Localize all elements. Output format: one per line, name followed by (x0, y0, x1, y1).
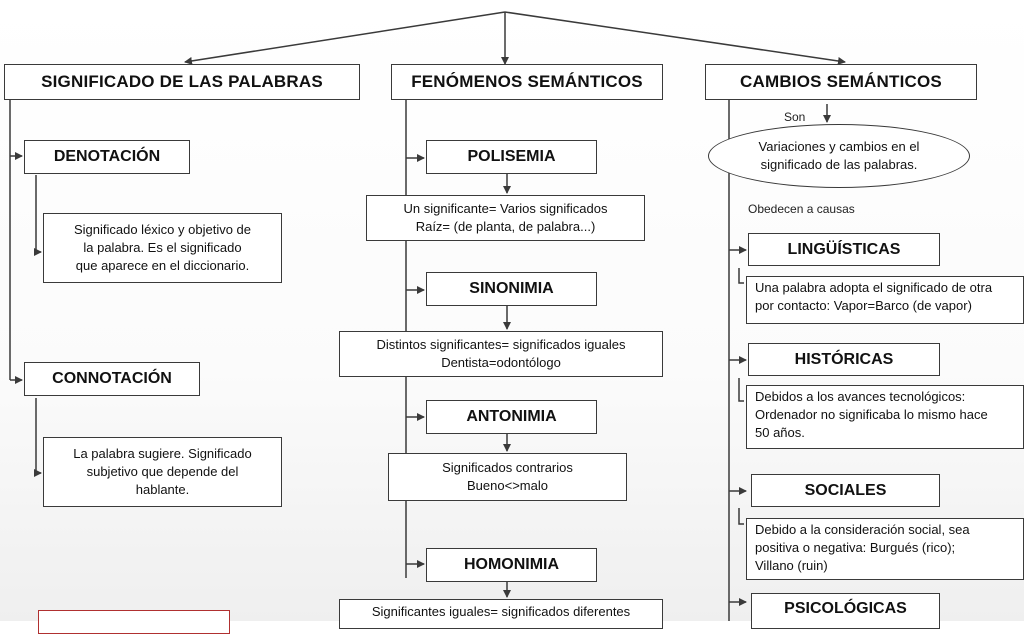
polisemia-desc-line: Un significante= Varios significados (403, 200, 608, 216)
polisemia-description: Un significante= Varios significados Raí… (366, 195, 645, 241)
polisemia-desc-line: Raíz= (de planta, de palabra...) (415, 219, 596, 234)
denotacion-box: DENOTACIÓN (24, 140, 190, 174)
sociales-box: SOCIALES (751, 474, 940, 507)
linguisticas-desc-line: por contacto: Vapor=Barco (de vapor) (755, 298, 972, 314)
historicas-box: HISTÓRICAS (748, 343, 940, 376)
sinonimia-desc-line: Distintos significantes= significados ig… (376, 336, 626, 352)
sociales-desc-line: Villano (ruin) (755, 558, 828, 574)
historicas-desc-line: Debidos a los avances tecnológicos: (755, 389, 966, 404)
linguisticas-desc-line: Una palabra adopta el significado de otr… (755, 280, 993, 295)
homonimia-box: HOMONIMIA (426, 548, 597, 582)
homonimia-description: Significantes iguales= significados dife… (339, 599, 663, 629)
connotacion-desc-line: hablante. (135, 482, 190, 498)
linguisticas-box: LINGÜÍSTICAS (748, 233, 940, 266)
connotacion-desc-line: subjetivo que depende del (86, 463, 239, 479)
polisemia-box: POLISEMIA (426, 140, 597, 174)
definicion-line: significado de las palabras. (760, 157, 918, 172)
antonimia-description: Significados contrarios Bueno<>malo (388, 453, 627, 501)
definicion-ellipse: Variaciones y cambios en el significado … (708, 124, 970, 188)
denotacion-desc-line: que aparece en el diccionario. (75, 258, 250, 274)
denotacion-desc-line: Significado léxico y objetivo de (73, 221, 252, 237)
homonimia-desc-line: Significantes iguales= significados dife… (371, 604, 631, 619)
header-significado: SIGNIFICADO DE LAS PALABRAS (4, 64, 360, 100)
sinonimia-box: SINONIMIA (426, 272, 597, 306)
sociales-desc-line: positiva o negativa: Burgués (rico); (755, 540, 956, 556)
psicologicas-box: PSICOLÓGICAS (751, 593, 940, 629)
connotacion-description: La palabra sugiere. Significado subjetiv… (43, 437, 282, 507)
sinonimia-desc-line: Dentista=odontólogo (441, 355, 561, 370)
definicion-line: Variaciones y cambios en el (758, 138, 920, 154)
sociales-description: Debido a la consideración social, sea po… (746, 518, 1024, 580)
sociales-desc-line: Debido a la consideración social, sea (755, 522, 970, 537)
header-cambios: CAMBIOS SEMÁNTICOS (705, 64, 977, 100)
son-label: Son (784, 110, 806, 124)
connotacion-desc-line: La palabra sugiere. Significado (73, 445, 252, 461)
historicas-description: Debidos a los avances tecnológicos: Orde… (746, 385, 1024, 449)
denotacion-description: Significado léxico y objetivo de la pala… (43, 213, 282, 283)
linguisticas-description: Una palabra adopta el significado de otr… (746, 276, 1024, 324)
sinonimia-description: Distintos significantes= significados ig… (339, 331, 663, 377)
denotacion-desc-line: la palabra. Es el significado (83, 239, 242, 255)
partial-red-box (38, 610, 230, 634)
connotacion-box: CONNOTACIÓN (24, 362, 200, 396)
antonimia-desc-line: Significados contrarios (442, 459, 573, 475)
historicas-desc-line: 50 años. (755, 425, 805, 441)
antonimia-box: ANTONIMIA (426, 400, 597, 434)
header-fenomenos: FENÓMENOS SEMÁNTICOS (391, 64, 663, 100)
obedecen-label: Obedecen a causas (748, 202, 855, 216)
antonimia-desc-line: Bueno<>malo (467, 478, 548, 493)
historicas-desc-line: Ordenador no significaba lo mismo hace (755, 407, 988, 423)
